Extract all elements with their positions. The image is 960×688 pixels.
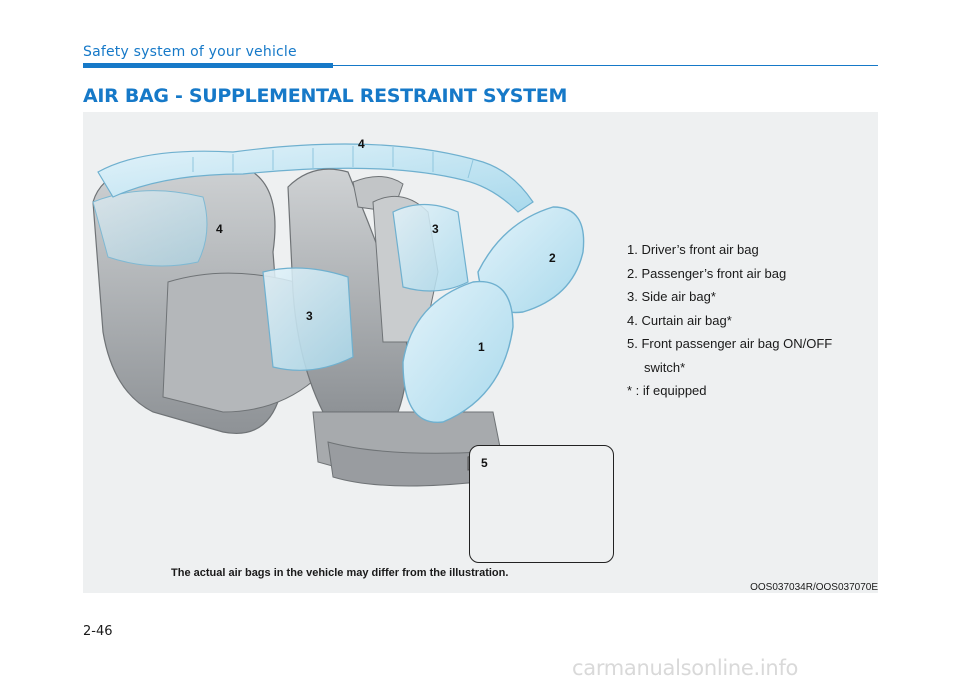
legend-note: * : if equipped xyxy=(627,383,707,398)
legend-item-3: 3. Side air bag* xyxy=(627,289,716,304)
callout-2: 2 xyxy=(549,251,556,265)
section-header: Safety system of your vehicle xyxy=(83,44,297,60)
side-air-bags xyxy=(262,203,469,371)
airbag-drawing: 4 4 3 2 3 1 xyxy=(92,137,585,487)
legend-item-4: 4. Curtain air bag* xyxy=(627,312,732,328)
header-rule-thick xyxy=(83,63,333,68)
rear-seat xyxy=(92,161,324,434)
airbag-illustration: 4 4 3 2 3 1 5 1. Driver’s front air bag … xyxy=(83,112,878,593)
switch-callout-box xyxy=(469,445,614,563)
legend-item-1: 1. Driver’s front air bag xyxy=(627,242,759,257)
callout-3-rear: 3 xyxy=(306,309,313,323)
callout-3-front: 3 xyxy=(432,222,439,236)
callout-4-top: 4 xyxy=(358,137,365,151)
watermark: carmanualsonline.info xyxy=(572,656,799,680)
legend-item-5: 5. Front passenger air bag ON/OFF xyxy=(627,336,833,351)
callout-4-rear: 4 xyxy=(216,222,223,236)
legend-item-5-cont: switch* xyxy=(644,359,686,375)
callout-1: 1 xyxy=(478,340,485,354)
curtain-air-bag xyxy=(97,143,534,213)
legend: 1. Driver’s front air bag 2. Passenger’s… xyxy=(627,238,832,403)
legend-item-2: 2. Passenger’s front air bag xyxy=(627,265,787,281)
driver-front-air-bag xyxy=(402,280,514,423)
figure-caption: The actual air bags in the vehicle may d… xyxy=(171,567,509,579)
page-number: 2-46 xyxy=(83,624,113,639)
header-rule-thin xyxy=(333,65,878,66)
figure-code: OOS037034R/OOS037070E xyxy=(750,582,878,593)
page-title: AIR BAG - SUPPLEMENTAL RESTRAINT SYSTEM xyxy=(83,85,568,107)
